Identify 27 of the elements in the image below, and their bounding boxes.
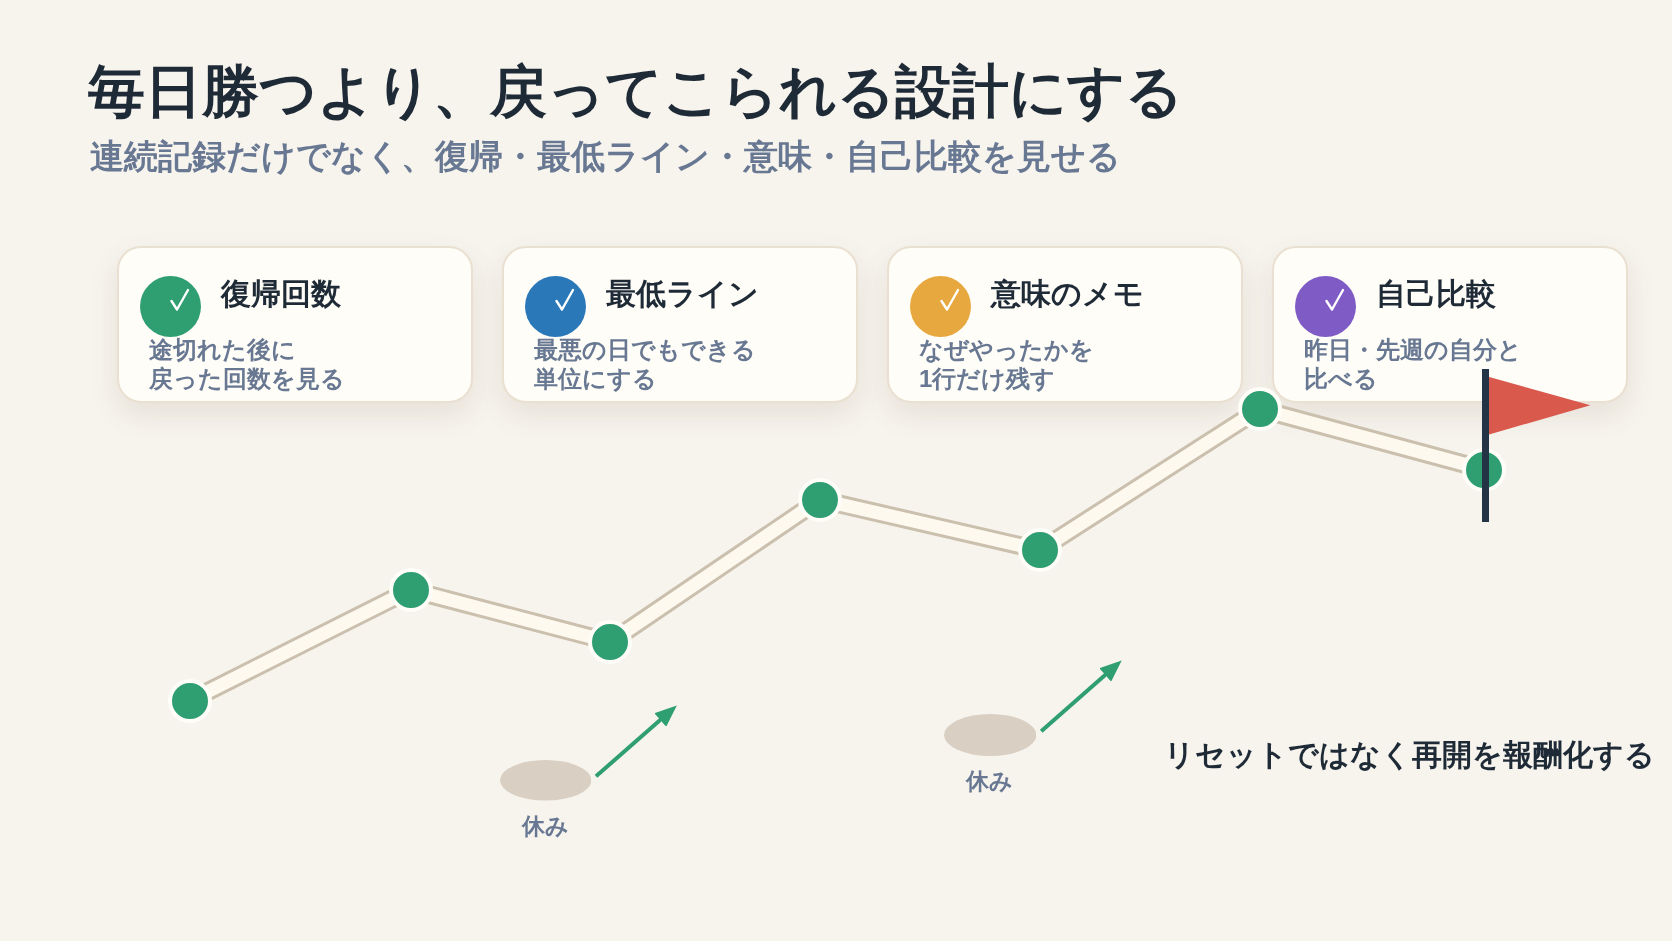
milestone-dot xyxy=(798,477,842,522)
trail-segment xyxy=(201,589,399,701)
info-card xyxy=(502,246,858,403)
arrow xyxy=(594,705,677,778)
card-heading: 意味のメモ xyxy=(991,279,1144,309)
milestone-dot xyxy=(388,567,433,612)
ellipse-label: 休み xyxy=(964,770,1015,793)
card-text: なぜやったかを1行だけ残す xyxy=(919,335,1095,394)
milestone-dot xyxy=(1017,528,1062,573)
trail-segment xyxy=(835,494,1025,556)
card-text: 昨日・先週の自分と比べる xyxy=(1304,335,1523,394)
card-heading: 最低ライン xyxy=(606,279,759,309)
subtitle: 連続記録だけでなく、復帰・最低ライン・意味・自己比較を見せる xyxy=(90,140,1121,174)
milestone-dot xyxy=(168,678,212,723)
card-heading: 自己比較 xyxy=(1376,279,1496,309)
trail-segment xyxy=(1274,404,1470,474)
info-card xyxy=(117,246,473,403)
info-card xyxy=(887,246,1243,403)
milestone-dot xyxy=(588,620,633,664)
card-text: 途切れた後に戻った回数を見る xyxy=(149,335,346,394)
note-text: リセットではなく再開を報酬化する xyxy=(1164,740,1655,770)
card-text: 最悪の日でもできる単位にする xyxy=(534,335,757,394)
card-heading: 復帰回数 xyxy=(221,279,341,309)
arrow xyxy=(1039,660,1122,733)
info-card xyxy=(1272,246,1628,403)
milestone-dot xyxy=(1238,387,1282,431)
ellipse-label: 休み xyxy=(520,814,570,838)
